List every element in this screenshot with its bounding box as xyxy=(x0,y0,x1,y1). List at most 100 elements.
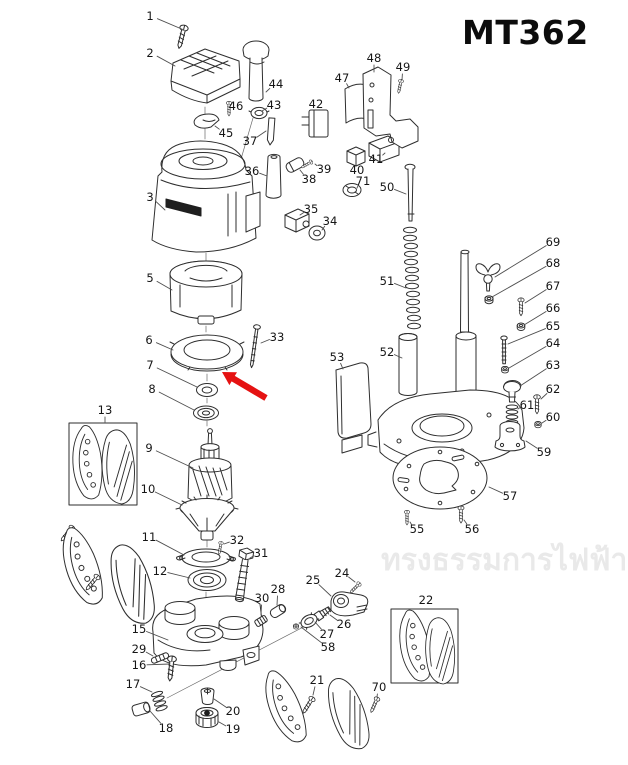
part-label-62: 62 xyxy=(546,382,561,396)
leader-line-44 xyxy=(265,87,271,93)
part-label-37: 37 xyxy=(243,134,258,148)
part-label-21: 21 xyxy=(310,673,325,687)
part-label-42: 42 xyxy=(309,97,324,111)
leader-line-39 xyxy=(314,163,318,167)
part-70-screw xyxy=(367,695,381,714)
part-45-clamp xyxy=(193,113,220,129)
part-label-47: 47 xyxy=(335,71,350,85)
leader-line-63 xyxy=(519,368,547,387)
leader-line-57 xyxy=(488,486,504,494)
part-label-16: 16 xyxy=(132,658,147,672)
leader-line-43 xyxy=(261,107,268,112)
leader-line-35 xyxy=(299,211,305,216)
watermark-text: ทรงธรรมการไฟฟ้า xyxy=(381,543,628,578)
leader-line-31 xyxy=(249,555,255,559)
leader-line-20 xyxy=(213,698,227,708)
part-37-pin xyxy=(266,117,276,146)
leader-line-65 xyxy=(507,328,547,345)
part-label-44: 44 xyxy=(269,77,284,91)
part-label-66: 66 xyxy=(546,301,561,315)
part-label-1: 1 xyxy=(146,9,153,23)
part-40-switch-small xyxy=(346,146,366,167)
part-10-fan-gear xyxy=(175,494,239,541)
part-1-screw xyxy=(174,23,190,50)
part-5-field-stator xyxy=(169,260,243,325)
leader-line-29 xyxy=(145,651,154,657)
leader-line-38 xyxy=(299,169,304,175)
part-label-10: 10 xyxy=(141,482,156,496)
part-label-33: 33 xyxy=(270,330,285,344)
part-label-30: 30 xyxy=(255,591,270,605)
part-label-56: 56 xyxy=(465,522,480,536)
leader-line-2 xyxy=(156,55,176,67)
part-50-pin-rod xyxy=(404,163,416,222)
leader-line-17 xyxy=(139,686,153,693)
leader-line-47 xyxy=(346,83,350,89)
leader-line-45 xyxy=(214,125,220,130)
part-19-collet-nut xyxy=(195,707,219,728)
leader-line-68 xyxy=(491,265,547,298)
part-label-69: 69 xyxy=(546,235,561,249)
part-label-57: 57 xyxy=(503,489,518,503)
leader-lines xyxy=(104,18,548,727)
part-65-long-screw xyxy=(500,335,508,365)
part-53-guard-plate xyxy=(335,362,372,454)
part-label-28: 28 xyxy=(271,582,286,596)
leader-line-6 xyxy=(155,342,174,351)
part-20-collet-cone xyxy=(200,687,215,705)
leader-line-50 xyxy=(394,188,407,195)
part-28-sleeve xyxy=(269,603,287,619)
leader-line-1 xyxy=(156,18,185,31)
leader-line-60 xyxy=(541,419,547,424)
part-34-grommet xyxy=(308,225,326,241)
part-label-31: 31 xyxy=(254,546,269,560)
part-44-knob xyxy=(242,40,270,102)
part-30-sleeve-small xyxy=(254,615,268,627)
part-67-screw xyxy=(517,297,525,317)
leader-line-62 xyxy=(540,393,548,400)
part-label-8: 8 xyxy=(148,382,155,396)
part-label-17: 17 xyxy=(126,677,141,691)
leader-line-28 xyxy=(276,595,278,606)
part-label-40: 40 xyxy=(350,163,365,177)
leader-line-33 xyxy=(260,339,270,344)
part-label-61: 61 xyxy=(520,398,535,412)
leader-line-15 xyxy=(146,631,169,641)
leader-line-56 xyxy=(463,519,468,525)
page-title: MT362 xyxy=(462,13,589,52)
part-label-52: 52 xyxy=(380,345,395,359)
part-label-13: 13 xyxy=(98,403,113,417)
part-label-48: 48 xyxy=(367,51,382,65)
part-15-base-housing xyxy=(152,595,264,671)
leader-line-36 xyxy=(259,172,268,177)
part-31-bolt xyxy=(234,547,255,603)
part-29-pin xyxy=(150,652,170,664)
part-label-53: 53 xyxy=(330,350,345,364)
part-59-stopper-block xyxy=(494,421,526,452)
part-60-nut xyxy=(534,421,542,429)
part-label-29: 29 xyxy=(132,642,147,656)
part-label-63: 63 xyxy=(546,358,561,372)
part-66-nut xyxy=(516,322,526,331)
leader-line-53 xyxy=(340,362,344,370)
part-label-67: 67 xyxy=(546,279,561,293)
part-57-base-plate xyxy=(392,446,488,510)
part-13-handle-set-box xyxy=(68,422,138,506)
part-38-capacitor xyxy=(285,157,305,173)
part-18-pin-cylinder xyxy=(131,701,151,717)
part-label-49: 49 xyxy=(396,60,411,74)
part-49-screw xyxy=(395,78,405,95)
part-2-top-cover xyxy=(170,48,241,104)
part-label-3: 3 xyxy=(146,190,153,204)
part-label-6: 6 xyxy=(145,333,152,347)
part-label-59: 59 xyxy=(537,445,552,459)
part-7-bearing xyxy=(196,383,218,397)
part-label-22: 22 xyxy=(419,593,434,607)
part-label-65: 65 xyxy=(546,319,561,333)
leader-line-10 xyxy=(154,491,183,506)
leader-line-11 xyxy=(155,539,185,556)
part-11-flat-washer-plate xyxy=(176,548,236,568)
part-label-51: 51 xyxy=(380,274,395,288)
